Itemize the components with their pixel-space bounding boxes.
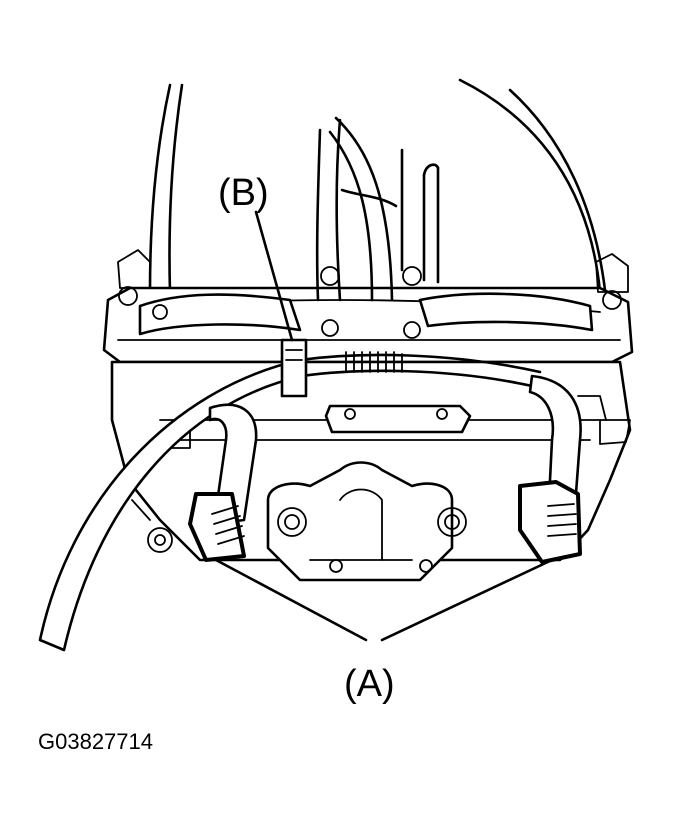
clip-b [280,338,308,398]
hose-ribbed-section [345,351,403,373]
upper-pipes [315,116,440,302]
callout-label-a: (A) [344,663,395,705]
flange-bracket [138,292,594,336]
left-clamp-hose [188,403,258,562]
figure-id-label: G03827714 [38,729,153,754]
leader-lines [214,210,554,642]
callout-label-b: (B) [218,172,269,214]
right-clamp-hose [518,374,582,564]
